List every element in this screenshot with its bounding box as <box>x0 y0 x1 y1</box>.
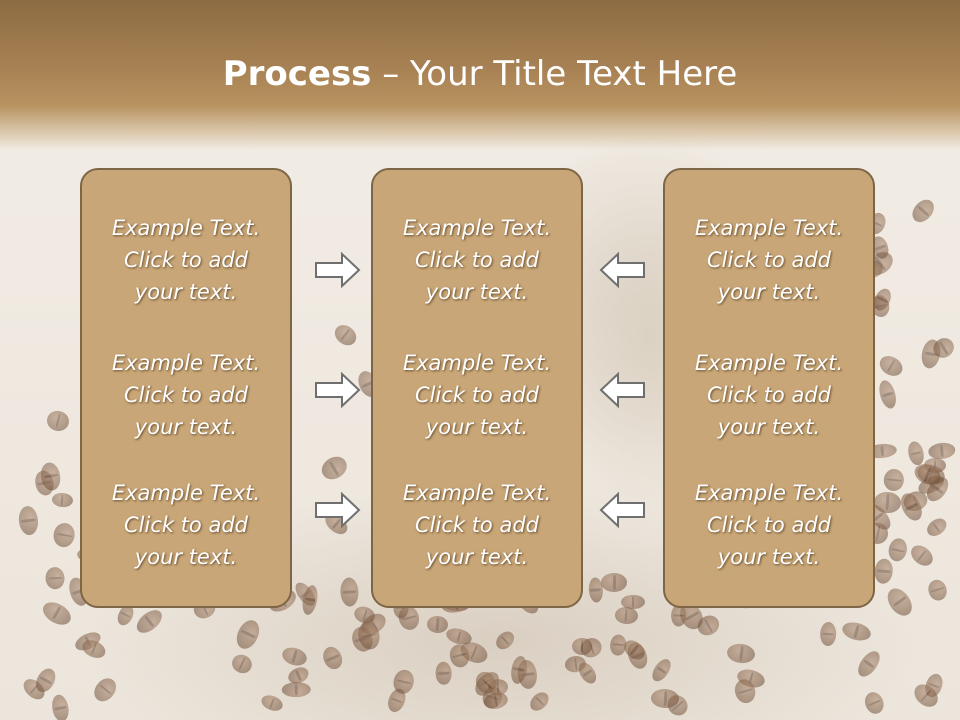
text-line: your text. <box>425 545 529 569</box>
left-arrow-icon[interactable] <box>598 371 646 409</box>
text-line: Click to add <box>706 513 831 537</box>
text-line: your text. <box>134 415 238 439</box>
slide-title[interactable]: Process – Your Title Text Here <box>0 52 960 96</box>
text-line: your text. <box>717 280 821 304</box>
text-line: Example Text. <box>694 481 844 505</box>
text-line: Example Text. <box>694 216 844 240</box>
coffee-bean <box>872 490 901 514</box>
title-bar <box>0 0 960 150</box>
text-line: Example Text. <box>402 351 552 375</box>
right-arrow-icon[interactable] <box>314 251 362 289</box>
right-arrow-icon[interactable] <box>314 491 362 529</box>
text-block[interactable]: Example Text. Click to add your text. <box>665 477 873 573</box>
title-bold: Process <box>222 54 372 94</box>
process-box-left[interactable]: Example Text. Click to add your text. Ex… <box>80 168 292 608</box>
text-line: Click to add <box>414 248 539 272</box>
text-line: Example Text. <box>402 481 552 505</box>
text-line: your text. <box>425 280 529 304</box>
text-line: Example Text. <box>111 481 261 505</box>
title-rest: – Your Title Text Here <box>371 54 738 94</box>
text-line: your text. <box>134 545 238 569</box>
text-line: Example Text. <box>402 216 552 240</box>
text-line: Click to add <box>706 383 831 407</box>
text-block[interactable]: Example Text. Click to add your text. <box>665 212 873 308</box>
left-arrow-icon[interactable] <box>598 251 646 289</box>
process-box-center[interactable]: Example Text. Click to add your text. Ex… <box>371 168 583 608</box>
text-block[interactable]: Example Text. Click to add your text. <box>82 347 290 443</box>
text-line: Click to add <box>123 383 248 407</box>
process-box-right[interactable]: Example Text. Click to add your text. Ex… <box>663 168 875 608</box>
coffee-bean <box>601 573 628 592</box>
text-line: Click to add <box>706 248 831 272</box>
text-block[interactable]: Example Text. Click to add your text. <box>665 347 873 443</box>
text-block[interactable]: Example Text. Click to add your text. <box>373 212 581 308</box>
left-arrow-icon[interactable] <box>598 491 646 529</box>
text-line: your text. <box>717 415 821 439</box>
text-block[interactable]: Example Text. Click to add your text. <box>373 477 581 573</box>
text-line: Click to add <box>414 513 539 537</box>
text-line: your text. <box>425 415 529 439</box>
text-line: Example Text. <box>694 351 844 375</box>
coffee-bean <box>281 681 311 698</box>
text-line: your text. <box>717 545 821 569</box>
text-block[interactable]: Example Text. Click to add your text. <box>82 212 290 308</box>
coffee-bean <box>620 594 645 610</box>
text-line: Example Text. <box>111 351 261 375</box>
text-line: Click to add <box>414 383 539 407</box>
text-line: Click to add <box>123 513 248 537</box>
right-arrow-icon[interactable] <box>314 371 362 409</box>
text-block[interactable]: Example Text. Click to add your text. <box>82 477 290 573</box>
text-block[interactable]: Example Text. Click to add your text. <box>373 347 581 443</box>
text-line: Example Text. <box>111 216 261 240</box>
text-line: your text. <box>134 280 238 304</box>
text-line: Click to add <box>123 248 248 272</box>
